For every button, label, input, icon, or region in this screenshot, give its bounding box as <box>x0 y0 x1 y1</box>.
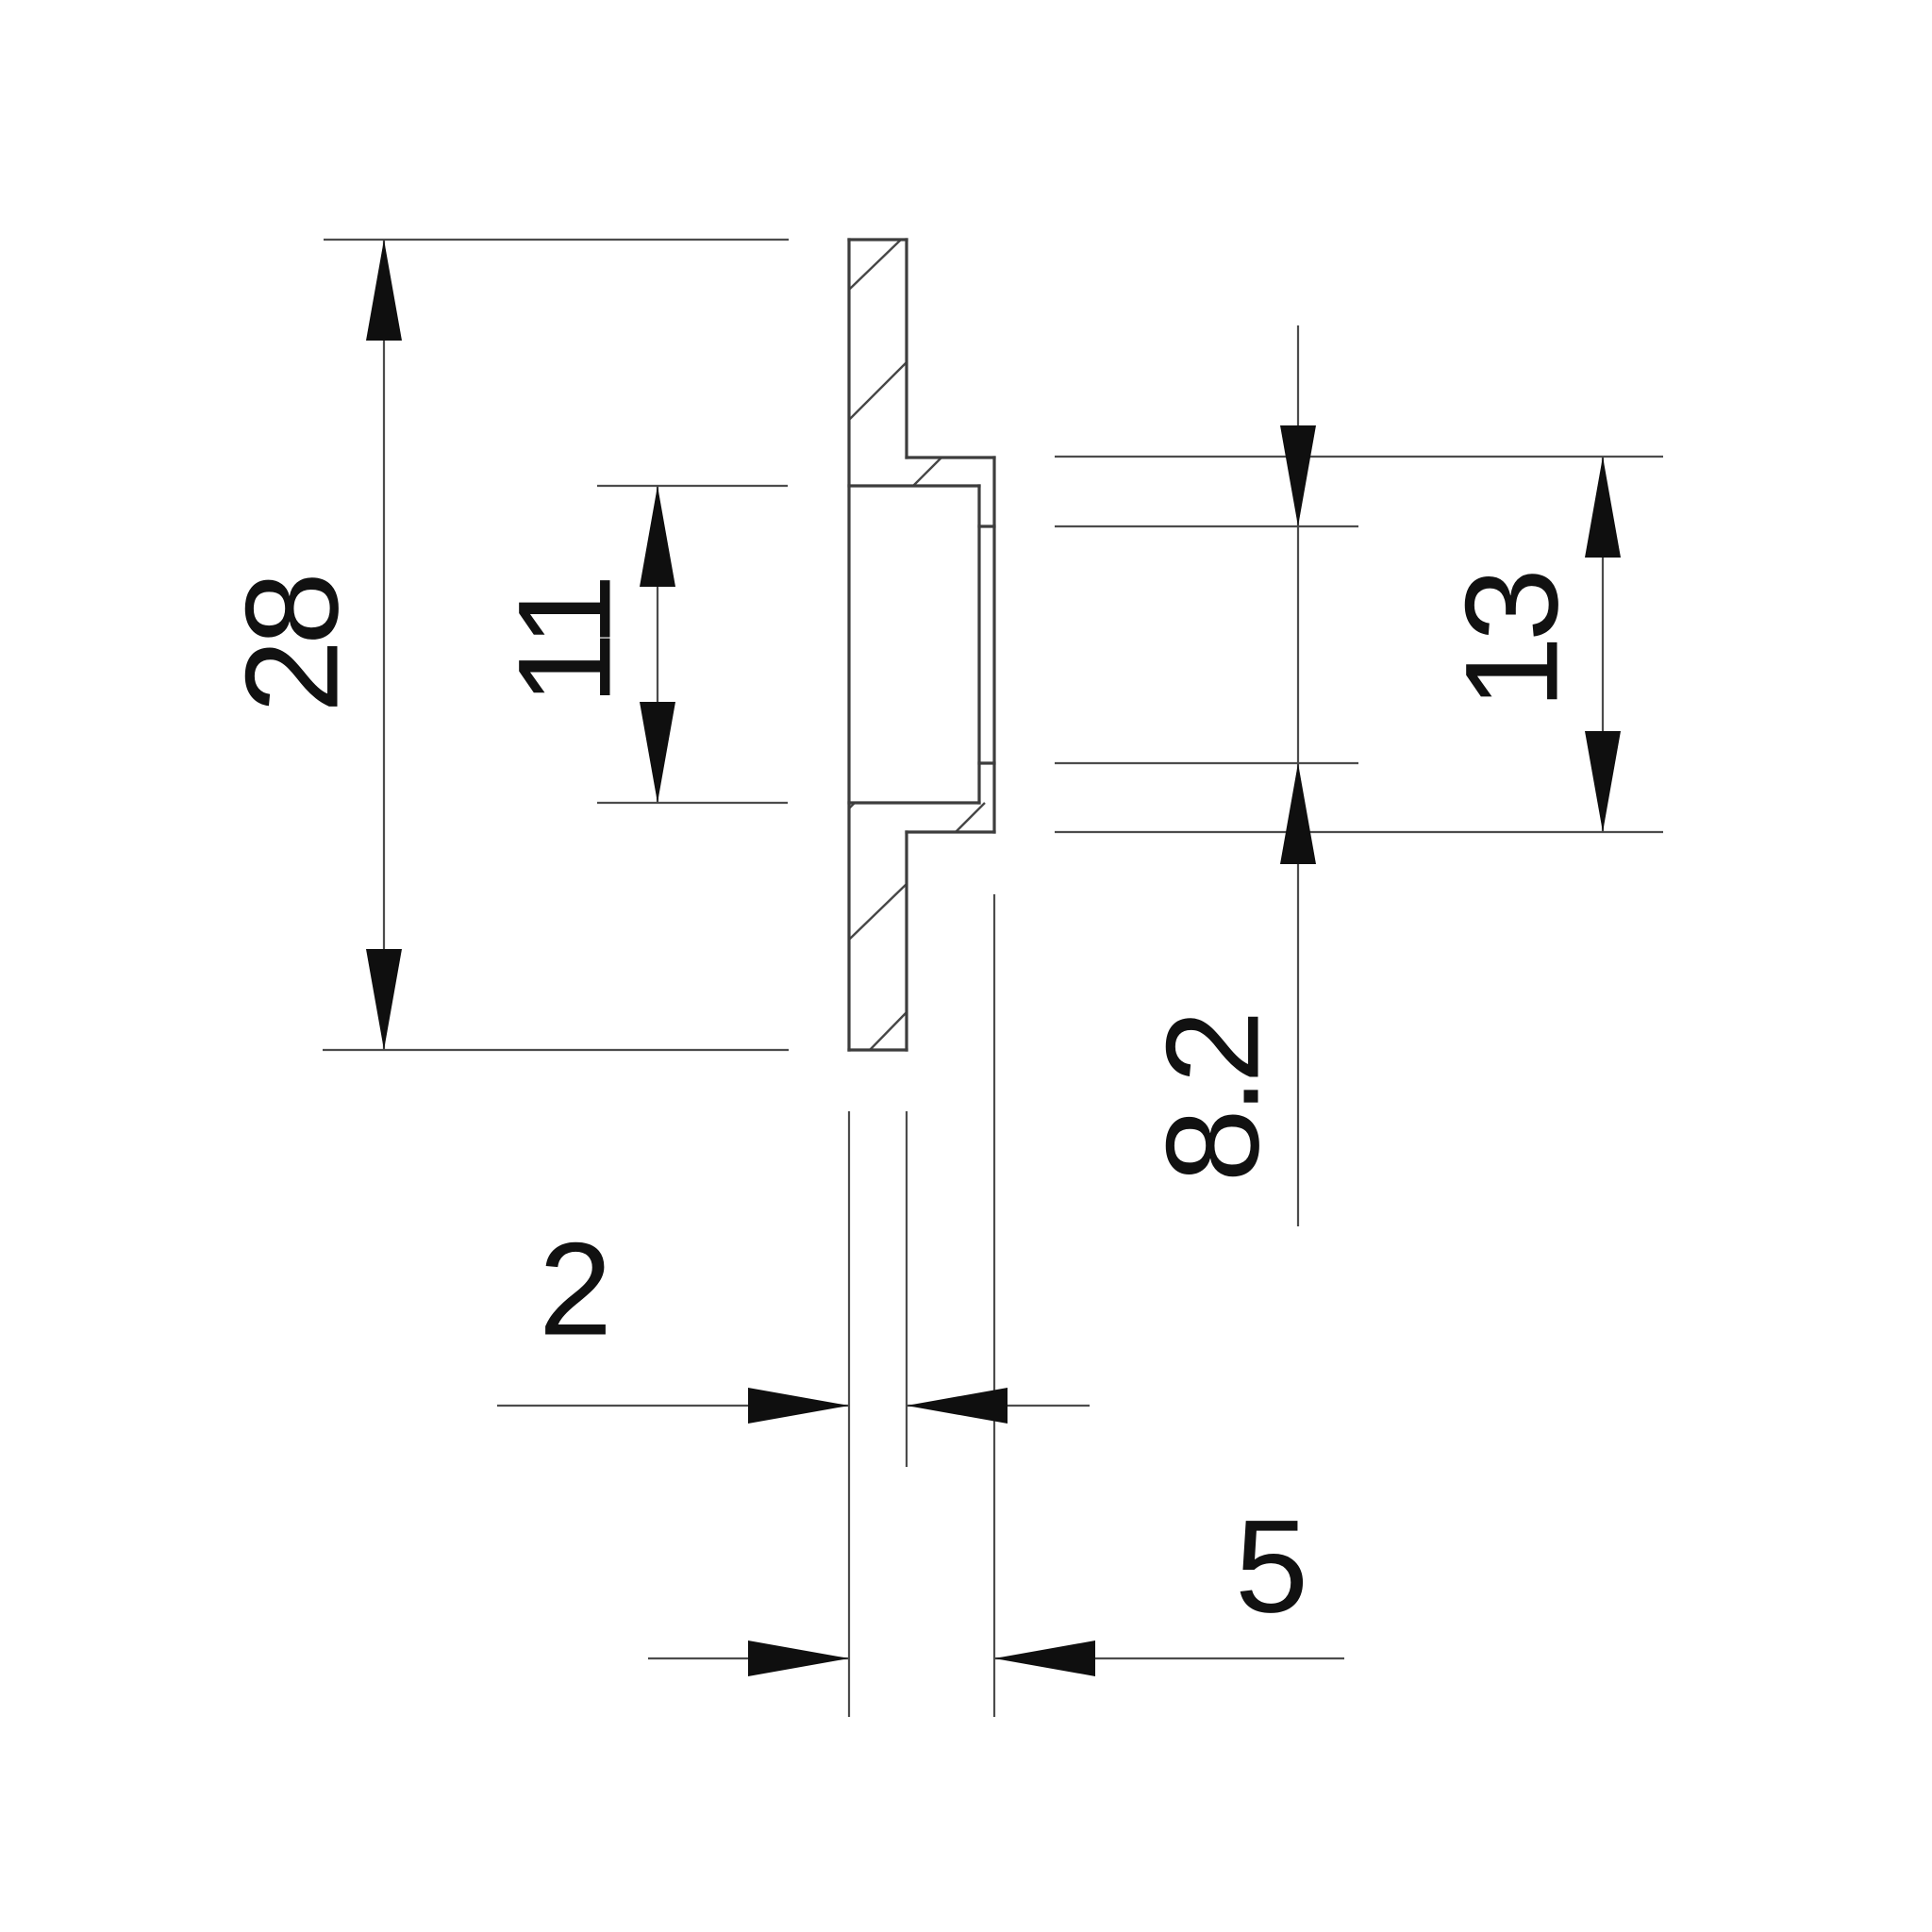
hatch-line-2 <box>912 457 942 487</box>
arrowhead-recess-height-1 <box>1280 763 1316 864</box>
dimension-recess-height: 8.2 <box>1139 325 1316 1226</box>
hatch-layer <box>848 239 986 1051</box>
arrowhead-plate-thickness-0 <box>748 1388 849 1424</box>
hatch-line-1 <box>848 361 908 421</box>
hatch-line-5 <box>869 1011 908 1051</box>
dimensions-layer: 28 11 13 8.2 2 5 <box>218 240 1621 1676</box>
dimension-label-plate-thickness: 2 <box>539 1215 607 1363</box>
extension-lines-layer <box>323 238 1663 1717</box>
dimension-overall-thickness: 5 <box>648 1492 1344 1676</box>
hatch-line-0 <box>848 239 902 291</box>
arrowhead-flange-height-0 <box>366 240 402 341</box>
arrowhead-bore-height-1 <box>640 702 675 803</box>
part-outline-layer <box>847 238 996 1052</box>
dimension-label-flange-height: 28 <box>218 577 366 713</box>
hatch-line-4 <box>848 883 908 941</box>
dimension-label-bore-height: 11 <box>491 579 639 705</box>
arrowhead-overall-thickness-0 <box>748 1641 849 1676</box>
arrowhead-recess-height-0 <box>1280 425 1316 526</box>
dimension-label-overall-thickness: 5 <box>1235 1492 1303 1641</box>
arrowhead-hub-height-0 <box>1585 457 1621 558</box>
arrowhead-bore-height-0 <box>640 486 675 587</box>
dimension-hub-height: 13 <box>1438 457 1621 832</box>
arrowhead-hub-height-1 <box>1585 731 1621 832</box>
dimension-label-hub-height: 13 <box>1438 574 1586 709</box>
arrowhead-plate-thickness-1 <box>907 1388 1008 1424</box>
arrowhead-flange-height-1 <box>366 949 402 1050</box>
dimension-plate-thickness: 2 <box>497 1215 1090 1424</box>
hatch-line-3 <box>955 802 986 833</box>
dimension-bore-height: 11 <box>491 486 675 803</box>
arrowhead-overall-thickness-1 <box>994 1641 1095 1676</box>
dimension-flange-height: 28 <box>218 240 402 1050</box>
dimension-label-recess-height: 8.2 <box>1139 1016 1287 1183</box>
